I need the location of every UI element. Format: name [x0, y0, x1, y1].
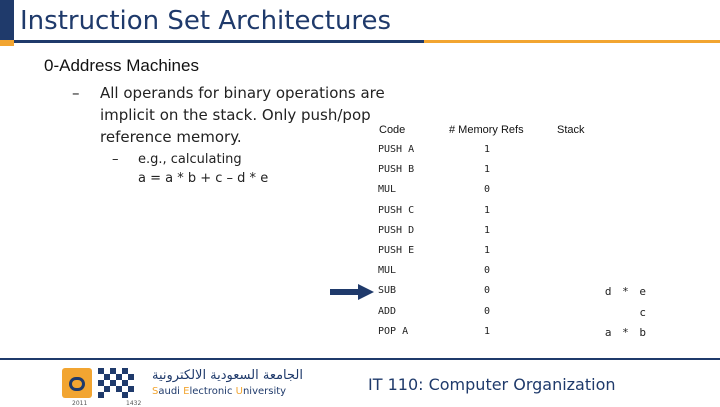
- row-stack: d * e: [604, 285, 648, 299]
- table-row: SUB 0 d * e: [0, 285, 720, 305]
- row-memory-refs: 0: [484, 285, 491, 297]
- table-row: PUSH E 1: [0, 245, 720, 265]
- sub-bullet-dash: –: [112, 152, 119, 167]
- header-stack: Stack: [557, 124, 585, 136]
- logo-word-niversity: niversity: [242, 386, 287, 397]
- main-bullet-text: All operands for binary operations are i…: [100, 84, 385, 146]
- row-memory-refs: 1: [484, 144, 491, 155]
- row-memory-refs: 1: [484, 224, 491, 236]
- university-logo: 2011 1432 الجامعة السعودية الالكترونية S…: [62, 364, 303, 407]
- row-stack: c: [639, 305, 648, 319]
- title-accent-gold: [0, 40, 14, 46]
- row-memory-refs: 0: [484, 265, 491, 277]
- sub-bullet-line1: e.g., calculating: [138, 152, 242, 167]
- row-memory-refs: 0: [484, 184, 491, 196]
- logo-year-right: 1432: [126, 400, 142, 407]
- row-memory-refs: 1: [484, 325, 491, 337]
- current-row-arrow-icon: [330, 284, 374, 300]
- title-rule-gold: [424, 40, 720, 43]
- table-row: PUSH A 1: [0, 144, 720, 164]
- row-memory-refs: 1: [484, 245, 491, 256]
- row-memory-refs: 0: [484, 305, 491, 317]
- logo-letter-s: S: [152, 386, 159, 397]
- row-code: MUL: [378, 184, 397, 196]
- row-code: PUSH A: [378, 144, 415, 155]
- row-code: PUSH B: [378, 164, 415, 176]
- row-code: PUSH D: [378, 224, 415, 236]
- title-accent-bar: [0, 0, 14, 40]
- row-stack: a * b: [604, 325, 648, 339]
- course-name: IT 110: Computer Organization: [368, 375, 616, 394]
- row-code: ADD: [378, 305, 397, 317]
- table-row: MUL 0: [0, 265, 720, 285]
- logo-pixel-grid-icon: [98, 368, 138, 398]
- sub-bullet: – e.g., calculating a = a * b + c – d * …: [112, 150, 312, 188]
- logo-word-lectronic: lectronic: [189, 386, 236, 397]
- row-code: MUL: [378, 265, 397, 277]
- main-bullet: – All operands for binary operations are…: [72, 82, 394, 148]
- table-row: MUL 0: [0, 184, 720, 204]
- table-row: POP A 1 a * b: [0, 326, 720, 346]
- logo-years: 2011 1432: [72, 400, 141, 407]
- row-code: PUSH C: [378, 204, 415, 216]
- table-row: ADD 0 c: [0, 306, 720, 326]
- row-memory-refs: 1: [484, 164, 491, 176]
- row-code: SUB: [378, 285, 397, 297]
- row-code: POP A: [378, 325, 409, 337]
- logo-arabic-name: الجامعة السعودية الالكترونية: [152, 368, 303, 383]
- footer-rule: [0, 358, 720, 360]
- logo-letter-u: U: [235, 386, 243, 397]
- logo-mark-icon: [62, 368, 92, 398]
- logo-letter-e: E: [183, 386, 190, 397]
- sub-bullet-line2: a = a * b + c – d * e: [138, 171, 269, 186]
- logo-word-audi: audi: [158, 386, 184, 397]
- header-memory-refs: # Memory Refs: [449, 124, 524, 136]
- header-code: Code: [379, 124, 406, 136]
- row-memory-refs: 1: [484, 204, 491, 216]
- title-rule: [14, 40, 424, 43]
- logo-english-name: Saudi Electronic University: [152, 386, 286, 397]
- slide-title: Instruction Set Architectures: [20, 6, 392, 36]
- table-row: PUSH B 1: [0, 164, 720, 184]
- table-row: PUSH D 1: [0, 225, 720, 245]
- bullet-dash: –: [72, 84, 80, 102]
- table-row: PUSH C 1: [0, 205, 720, 225]
- row-code: PUSH E: [378, 245, 415, 256]
- logo-year-left: 2011: [72, 400, 88, 407]
- slide-subtitle: 0-Address Machines: [44, 56, 199, 75]
